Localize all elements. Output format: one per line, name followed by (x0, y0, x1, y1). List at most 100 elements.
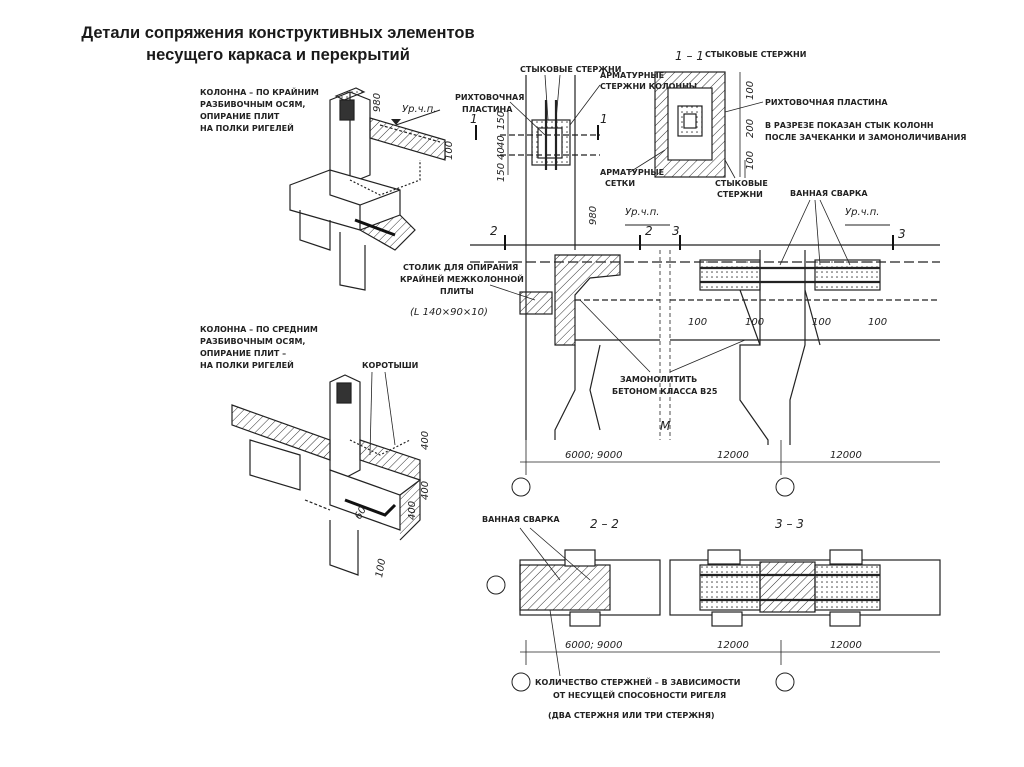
kolichestvo-note: КОЛИЧЕСТВО СТЕРЖНЕЙ – В ЗАВИСИМОСТИ ОТ Н… (535, 609, 740, 720)
korotyshi-label: КОРОТЫШИ (362, 361, 418, 370)
stolik-label: КРАЙНЕЙ МЕЖКОЛОННОЙ (400, 273, 524, 284)
cut-2-left: 2 (490, 224, 498, 238)
beam-elevation (470, 244, 940, 445)
setki-label: АРМАТУРНЫЕ (600, 168, 664, 177)
rikhtovochnaya-right-label: РИХТОВОЧНАЯ ПЛАСТИНА (765, 98, 888, 107)
center-top-labels: СТЫКОВЫЕ СТЕРЖНИ РИХТОВОЧНАЯ ПЛАСТИНА АР… (455, 65, 768, 199)
dim-12000-top-b: 12000 (830, 450, 862, 461)
title-line-2: несущего каркаса и перекрытий (146, 46, 410, 64)
cut-2-3-markers: 2 2 3 3 (490, 224, 906, 250)
axis-bubble (511, 672, 531, 692)
dim-100-iso-b: 100 (374, 558, 388, 579)
cut-3-left: 3 (672, 224, 680, 238)
dim-100-iso: 100 (444, 141, 455, 160)
dim-100-beam-d: 100 (868, 317, 887, 328)
stykovye-bottom-label: СТЫКОВЫЕ (715, 179, 768, 188)
note-line: НА ПОЛКИ РИГЕЛЕЙ (200, 359, 294, 370)
kolichestvo-line: (ДВА СТЕРЖНЯ ИЛИ ТРИ СТЕРЖНЯ) (548, 711, 715, 720)
dim-6000-bottom: 6000; 9000 (565, 640, 622, 651)
section-1-1 (654, 71, 741, 178)
dim-12000-bottom-a: 12000 (717, 640, 749, 651)
plan-sections (519, 549, 941, 627)
section-1-1-labels: 1 – 1 СТЫКОВЫЕ СТЕРЖНИ РИХТОВОЧНАЯ ПЛАСТ… (675, 49, 966, 170)
dim-150-a: 150 (496, 111, 507, 130)
vannaya-svarka-bottom-label: ВАННАЯ СВАРКА (482, 515, 560, 524)
kolichestvo-line: КОЛИЧЕСТВО СТЕРЖНЕЙ – В ЗАВИСИМОСТИ (535, 676, 740, 687)
setki-label: СЕТКИ (605, 179, 635, 188)
stolik-size: (L 140×90×10) (410, 307, 488, 318)
cut-1-left: 1 (470, 112, 478, 126)
dim-980-iso: 980 (372, 93, 383, 112)
razreze-note: ПОСЛЕ ЗАЧЕКАНКИ И ЗАМОНОЛИЧИВАНИЯ (765, 133, 966, 142)
title-line-1: Детали сопряжения конструктивных элемент… (81, 24, 475, 42)
dim-200-s1: 200 (745, 119, 756, 138)
m-label: М (660, 419, 671, 433)
iso-edge-column-node (289, 87, 446, 291)
razreze-note: В РАЗРЕЗЕ ПОКАЗАН СТЫК КОЛОНН (765, 121, 934, 130)
cut-1-1-markers: 1 1 (470, 112, 608, 140)
note-line: РАЗБИВОЧНЫМ ОСЯМ, (200, 100, 305, 109)
note-line: РАЗБИВОЧНЫМ ОСЯМ, (200, 337, 305, 346)
vannaya-svarka-top-label: ВАННАЯ СВАРКА (790, 189, 868, 198)
beam-elevation-labels: ВАННАЯ СВАРКА СТОЛИК ДЛЯ ОПИРАНИЯ КРАЙНЕ… (400, 189, 887, 433)
column-elevation (500, 75, 600, 440)
section-1-1-title: 1 – 1 (675, 49, 704, 63)
slide-title: Детали сопряжения конструктивных элемент… (28, 22, 528, 66)
axis-bubble (486, 575, 506, 595)
elevation-left-dims: 150 40 40 150 980 (496, 110, 599, 225)
plan-labels: ВАННАЯ СВАРКА 2 – 2 3 – 3 (482, 515, 804, 595)
level-mark-iso: Ур.ч.п. (402, 104, 436, 115)
note-line: НА ПОЛКИ РИГЕЛЕЙ (200, 122, 294, 133)
section-3-3-title: 3 – 3 (775, 517, 804, 531)
cut-3-right: 3 (898, 227, 906, 241)
dim-150-b: 150 (496, 163, 507, 182)
dim-12000-bottom-b: 12000 (830, 640, 862, 651)
lower-axis-dims: 6000; 9000 12000 12000 (511, 640, 940, 692)
dim-100-beam-a: 100 (688, 317, 707, 328)
iso-middle-column-node (231, 374, 421, 576)
level-mark-beam-a: Ур.ч.п. (625, 207, 659, 218)
dim-980-elev: 980 (588, 206, 599, 225)
rikhtovochnaya-label: ПЛАСТИНА (462, 105, 513, 114)
iso-top-level-mark: Ур.ч.п. 980 100 (372, 93, 455, 160)
left-bottom-note: КОЛОННА – ПО СРЕДНИМ РАЗБИВОЧНЫМ ОСЯМ, О… (200, 325, 318, 370)
beam-level-marks: Ур.ч.п. Ур.ч.п. (625, 207, 890, 226)
rikhtovochnaya-label: РИХТОВОЧНАЯ (455, 93, 524, 102)
stykovye-label-top: СТЫКОВЫЕ СТЕРЖНИ (520, 65, 621, 74)
dim-400-a: 400 (420, 431, 431, 450)
stykovye-section-label: СТЫКОВЫЕ СТЕРЖНИ (705, 50, 806, 59)
dim-6000-top: 6000; 9000 (565, 450, 622, 461)
cut-2-right: 2 (645, 224, 653, 238)
dim-100-beam-c: 100 (812, 317, 831, 328)
armaturnye-label: СТЕРЖНИ КОЛОННЫ (600, 82, 697, 91)
stolik-label: СТОЛИК ДЛЯ ОПИРАНИЯ (403, 263, 518, 272)
left-top-note: КОЛОННА – ПО КРАЙНИМ РАЗБИВОЧНЫМ ОСЯМ, О… (200, 86, 319, 133)
note-line: КОЛОННА – ПО СРЕДНИМ (200, 325, 318, 334)
note-line: ОПИРАНИЕ ПЛИТ – (200, 349, 286, 358)
dim-12000-top-a: 12000 (717, 450, 749, 461)
korotyshi-callout: КОРОТЫШИ (362, 361, 418, 456)
zamonolitit-label: БЕТОНОМ КЛАССА В25 (612, 387, 718, 396)
axis-bubble (775, 477, 795, 497)
level-mark-beam-b: Ур.ч.п. (845, 207, 879, 218)
upper-axis-dims: 6000; 9000 12000 12000 (511, 440, 940, 497)
cut-1-right: 1 (600, 112, 608, 126)
dim-40-a: 40 (496, 135, 507, 148)
stykovye-bottom-label: СТЕРЖНИ (717, 190, 763, 199)
dim-400-c: 400 (407, 501, 418, 520)
armaturnye-label: АРМАТУРНЫЕ (600, 71, 664, 80)
axis-bubble (511, 477, 531, 497)
dim-100-s1: 100 (745, 81, 756, 100)
dim-400-b: 400 (420, 481, 431, 500)
zamonolitit-label: ЗАМОНОЛИТИТЬ (620, 375, 697, 384)
dim-100-s1b: 100 (745, 151, 756, 170)
dim-40-b: 40 (496, 147, 507, 160)
axis-bubble (775, 672, 795, 692)
note-line: ОПИРАНИЕ ПЛИТ (200, 112, 280, 121)
dim-100-beam-b: 100 (745, 317, 764, 328)
stolik-label: ПЛИТЫ (440, 287, 474, 296)
kolichestvo-line: ОТ НЕСУЩЕЙ СПОСОБНОСТИ РИГЕЛЯ (553, 689, 726, 700)
section-2-2-title: 2 – 2 (590, 517, 619, 531)
note-line: КОЛОННА – ПО КРАЙНИМ (200, 86, 319, 97)
